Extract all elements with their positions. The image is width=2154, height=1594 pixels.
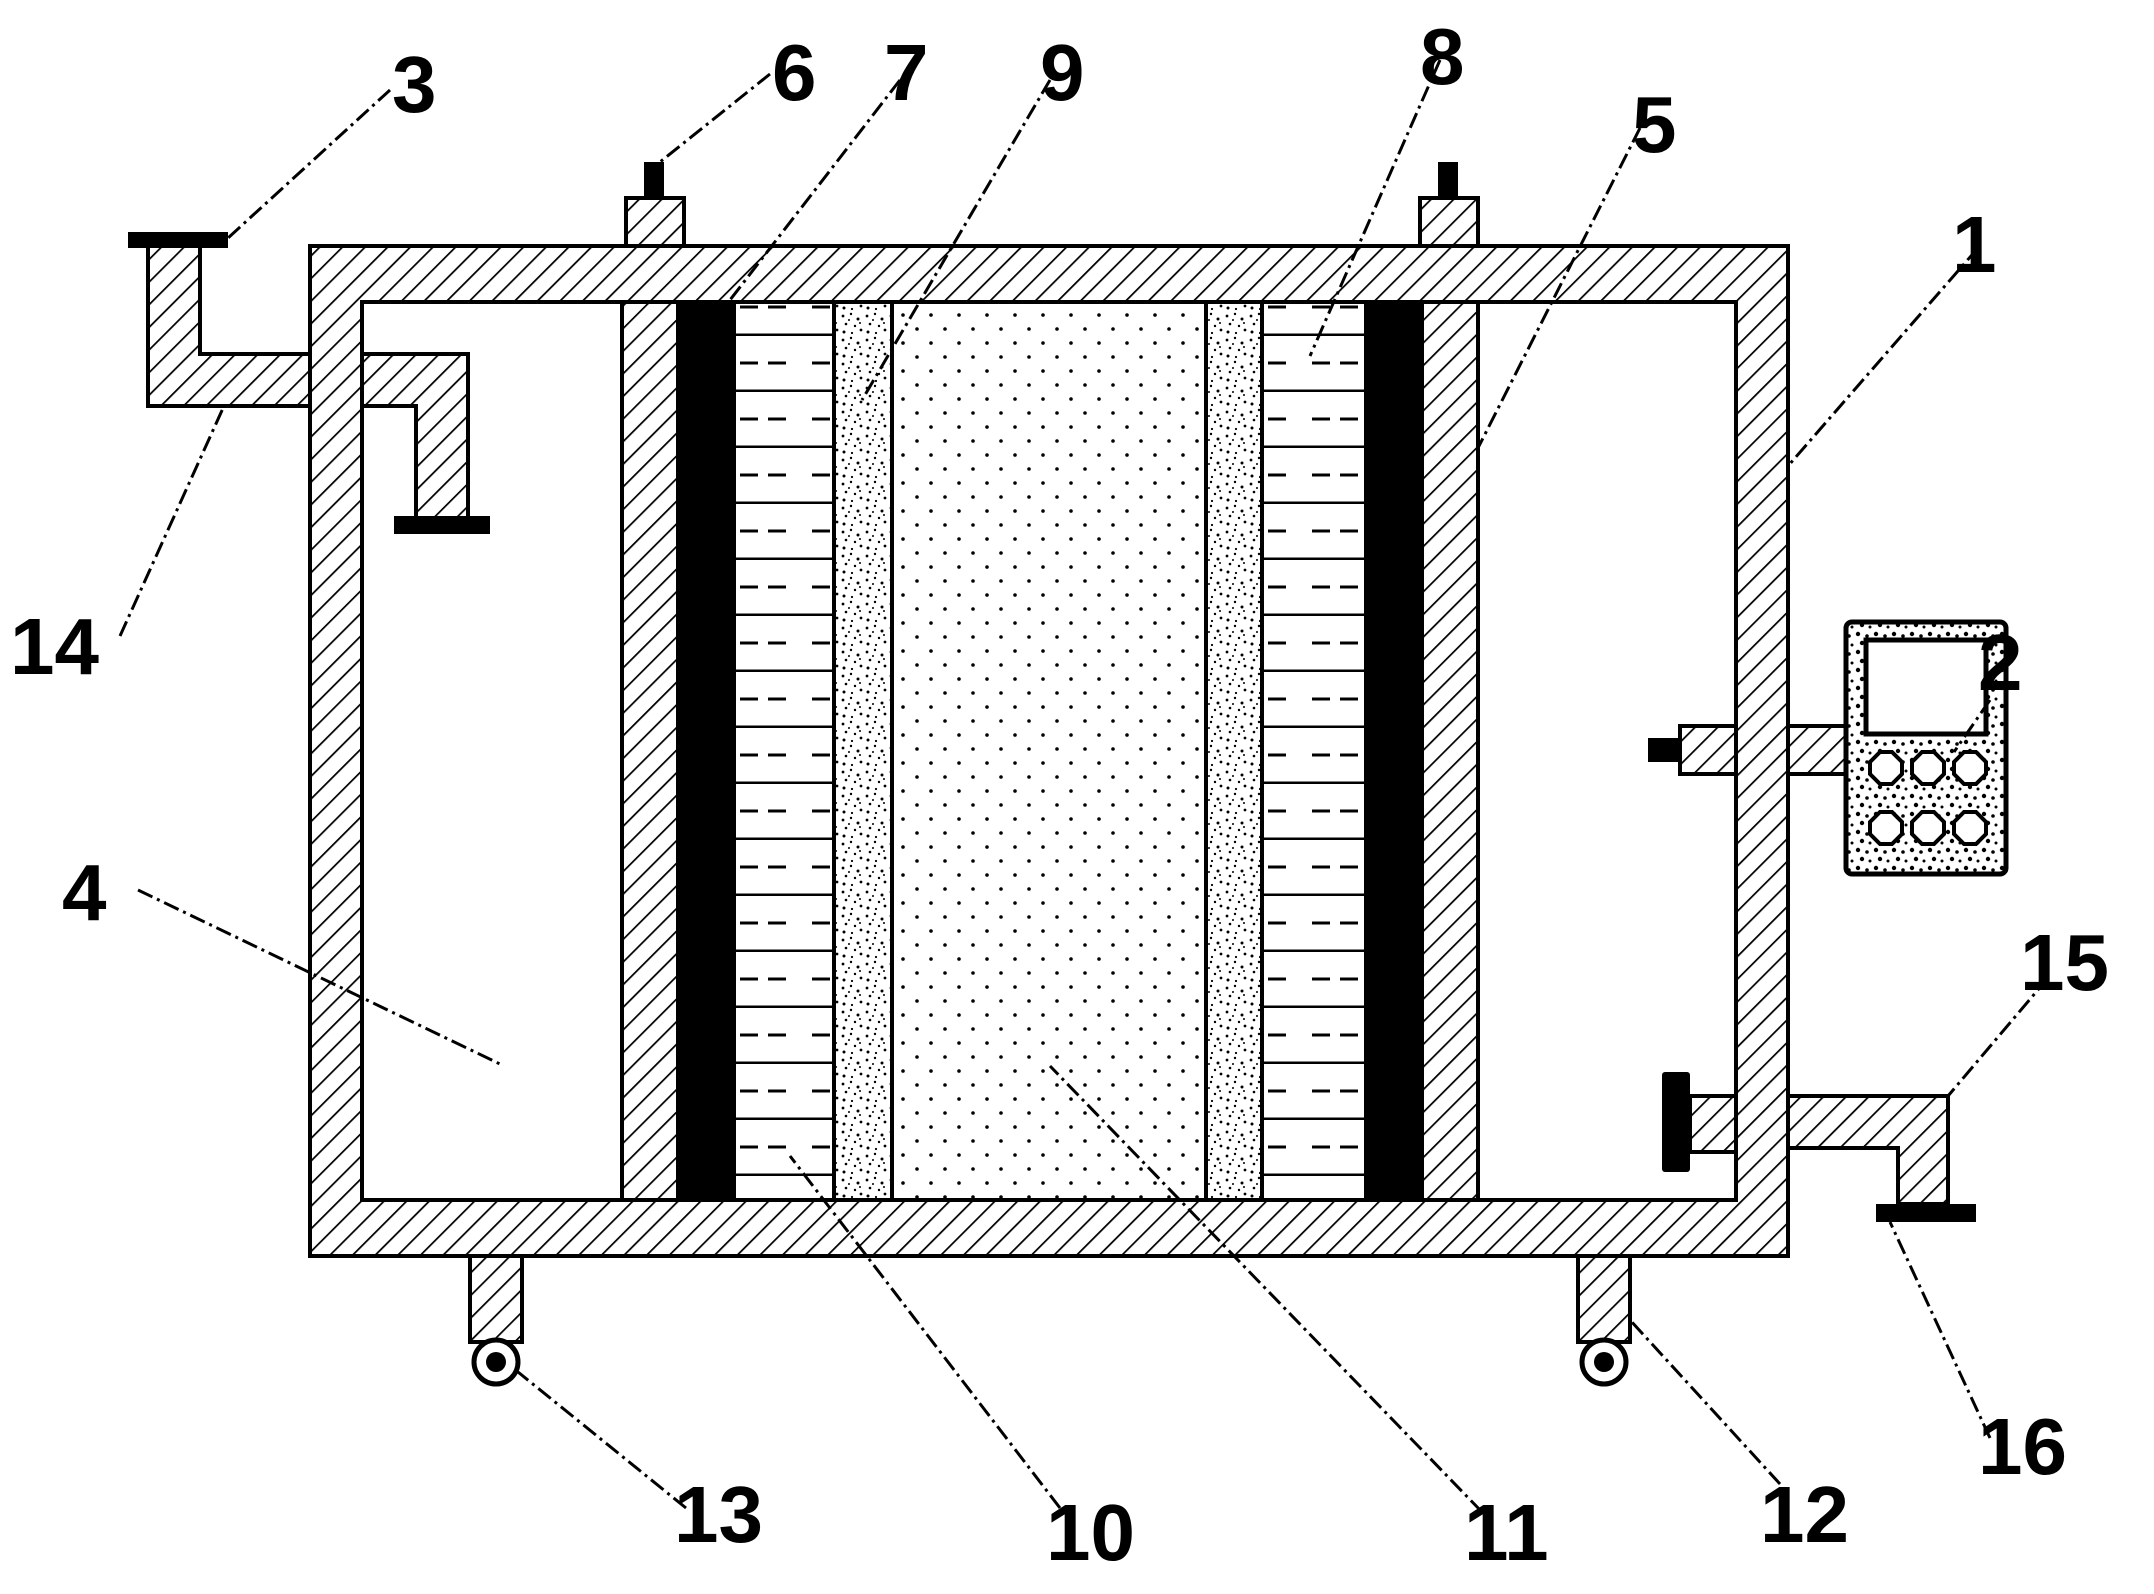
- outlet-pipe: [1662, 1072, 1976, 1222]
- control-unit: [1648, 619, 2009, 877]
- label-8: 8: [1420, 12, 1465, 101]
- label-16: 16: [1978, 1402, 2067, 1491]
- label-15: 15: [2020, 918, 2109, 1007]
- electrode-plate-right: [1420, 300, 1480, 1202]
- label-6: 6: [772, 28, 817, 117]
- membrane-stack-right: [1260, 300, 1368, 1202]
- label-10: 10: [1046, 1488, 1135, 1577]
- left-chamber: [362, 302, 622, 1200]
- filter-layer-right: [1204, 300, 1264, 1202]
- terminal-left: [624, 162, 686, 248]
- label-14: 14: [10, 602, 99, 691]
- terminal-right: [1418, 162, 1480, 248]
- label-5: 5: [1632, 80, 1677, 169]
- control-panel-screen: [1863, 637, 1989, 737]
- reference-numerals: 3 6 7 9 8 5 1 14 2 4 15 16 12 11 10 13: [10, 12, 2109, 1577]
- label-3: 3: [392, 40, 437, 129]
- label-7: 7: [884, 28, 929, 117]
- label-13: 13: [674, 1470, 763, 1559]
- leader-lines: [118, 59, 2050, 1514]
- electrode-plate-left: [620, 300, 680, 1202]
- caster-wheel-icon-right: [1576, 1254, 1632, 1387]
- inlet-pipe: [128, 232, 490, 534]
- label-9: 9: [1040, 28, 1085, 117]
- caster-wheel-icon-left: [468, 1254, 524, 1387]
- label-2: 2: [1978, 618, 2023, 707]
- label-11: 11: [1464, 1488, 1549, 1577]
- membrane-stack-left: [732, 300, 836, 1202]
- filter-layer-left: [832, 300, 894, 1202]
- central-chamber: [890, 300, 1208, 1202]
- conductive-layer-left: [678, 302, 734, 1200]
- label-4: 4: [62, 848, 107, 937]
- label-1: 1: [1952, 200, 1997, 289]
- label-12: 12: [1760, 1470, 1849, 1559]
- control-panel-buttons: [1868, 750, 1988, 846]
- conductive-layer-right: [1366, 302, 1422, 1200]
